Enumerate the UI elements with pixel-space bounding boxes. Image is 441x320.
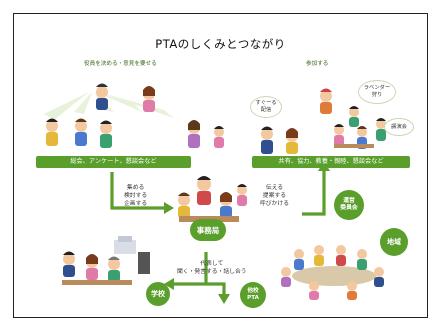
- secretariat-badge: 事務局: [190, 219, 226, 241]
- diagram-title: PTAのしくみとつながり: [155, 37, 286, 51]
- other-pta-line-1: 他校: [247, 288, 259, 294]
- represent-line-2: 聞く・発言する・話し合う: [177, 269, 247, 275]
- bubble-lecture: 講演会: [384, 118, 414, 136]
- bubble-lavender: ラベンダー 狩り: [358, 80, 396, 104]
- diagram-graphics: [44, 83, 386, 304]
- diagram-frame: PTAのしくみとつながり 役員を決める・意見を要せる 参加する 総会、アンケート…: [13, 13, 428, 318]
- bubble-line-2: 狩り: [371, 92, 383, 98]
- flow-line-1: 集める: [126, 185, 145, 191]
- people-group-center: [178, 176, 247, 222]
- bubble-line-1: ラベンダー: [363, 85, 391, 91]
- flow-convey-propose: 伝える 提案する 呼びかける: [260, 184, 289, 208]
- community-scene: [281, 245, 384, 300]
- flow-line-2: 検討する: [124, 193, 148, 199]
- flow-line-1: 伝える: [265, 185, 284, 191]
- bubble-line-1: 講演会: [391, 123, 407, 130]
- committee-line-2: 委員会: [340, 205, 358, 211]
- flow-line-2: 提案する: [262, 193, 287, 199]
- heading-participate: 参加する: [306, 61, 329, 67]
- bar-general-meeting: 総会、アンケート、懇談会など: [36, 156, 191, 168]
- represent-line-1: 代表して: [200, 261, 224, 267]
- represent-discuss: 代表して 聞く・発言する・話し合う: [177, 260, 247, 276]
- community-badge: 地域: [380, 228, 408, 256]
- bubble-line-2: 配信: [260, 107, 272, 113]
- people-group-right: [261, 88, 386, 154]
- flow-arrows: [110, 171, 326, 296]
- school-badge: 学校: [146, 282, 170, 306]
- other-pta-badge: 他校 PTA: [240, 282, 266, 308]
- bubble-line-1: すぐーる: [255, 100, 277, 106]
- other-pta-line-2: PTA: [247, 295, 259, 301]
- flow-line-3: 呼びかける: [260, 201, 289, 207]
- committee-line-1: 運営: [343, 198, 355, 204]
- flow-collect-plan: 集める 検討する 企画する: [124, 184, 147, 208]
- bar-sharing: 共有、協力、教養・親睦、懇談会など: [252, 156, 410, 168]
- school-scene: [62, 236, 150, 285]
- people-group-left: [46, 83, 224, 148]
- arrow-heads: [164, 161, 330, 304]
- bubble-distribute: すぐーる 配信: [250, 96, 282, 118]
- committee-badge: 運営 委員会: [334, 190, 364, 220]
- heading-decide-opinion: 役員を決める・意見を要せる: [84, 61, 157, 67]
- flow-line-3: 企画する: [124, 201, 148, 207]
